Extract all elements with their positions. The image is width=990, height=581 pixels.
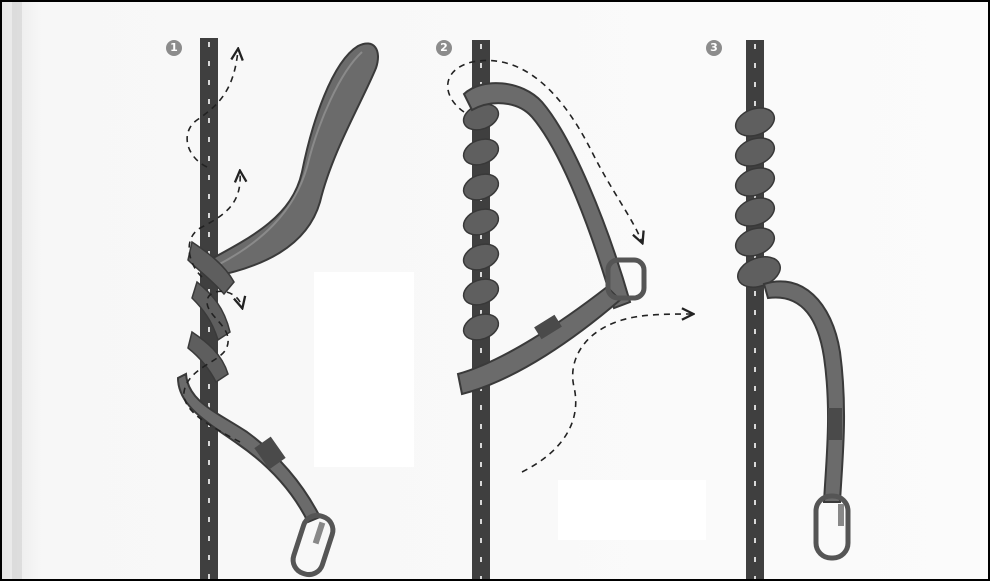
binding-shadow xyxy=(12,2,22,579)
blank-patch-2 xyxy=(558,480,706,540)
step-number-badge-3: 3 xyxy=(706,40,722,56)
step-number-badge-2: 2 xyxy=(436,40,452,56)
blank-patch-1 xyxy=(314,272,414,467)
sling-3-label xyxy=(828,408,842,440)
step-number-badge-1: 1 xyxy=(166,40,182,56)
